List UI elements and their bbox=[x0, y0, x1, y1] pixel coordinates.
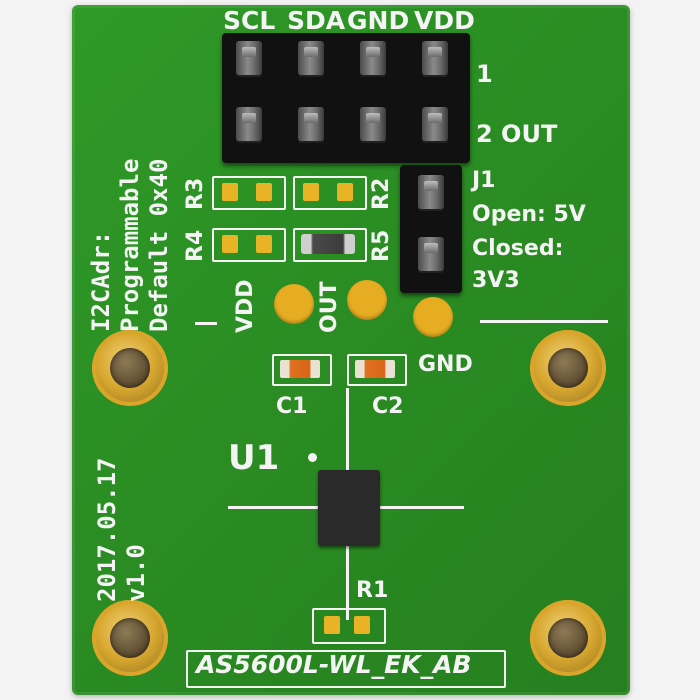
c1-footprint bbox=[272, 354, 332, 386]
pin-1-scl bbox=[236, 41, 262, 75]
jumper-label: J1 bbox=[472, 168, 496, 193]
c2-footprint bbox=[347, 354, 407, 386]
r5-label: R5 bbox=[369, 229, 394, 262]
header-label-sda: SDA bbox=[287, 6, 346, 35]
testpoint-out bbox=[347, 280, 387, 320]
silk-line-right bbox=[480, 320, 608, 323]
revision-version: v1.0 bbox=[122, 544, 150, 602]
i2c-programmable-label: Programmable bbox=[116, 158, 144, 332]
i2c-default-label: Default 0x40 bbox=[145, 158, 173, 332]
pin-1-gnd bbox=[360, 41, 386, 75]
vdd-label: VDD bbox=[233, 279, 258, 333]
pin-1-sda bbox=[298, 41, 324, 75]
board-name-box bbox=[186, 650, 506, 688]
r4-label: R4 bbox=[183, 229, 208, 262]
header-label-gnd: GND bbox=[347, 6, 410, 35]
r1-pad-2 bbox=[354, 616, 370, 634]
pin1-marker-dot bbox=[308, 453, 317, 462]
i2c-address-label: I2CAdr: bbox=[87, 230, 115, 332]
r2-label: R2 bbox=[369, 177, 394, 210]
r4-pad-2 bbox=[256, 235, 272, 253]
revision-date: 2017.05.17 bbox=[93, 457, 121, 603]
r5-footprint bbox=[293, 228, 367, 262]
r1-label: R1 bbox=[356, 578, 389, 603]
testpoint-gnd bbox=[413, 297, 453, 337]
pin-2-vdd bbox=[422, 107, 448, 141]
jumper-closed-text: Closed: bbox=[472, 236, 564, 261]
c1-capacitor bbox=[280, 360, 320, 378]
row-2-label: 2 OUT bbox=[476, 120, 558, 148]
jumper-closed-voltage: 3V3 bbox=[472, 268, 520, 293]
jumper-open-text: Open: 5V bbox=[472, 202, 586, 227]
board-name: AS5600L-WL_EK_AB bbox=[196, 650, 472, 679]
r3-pad-1 bbox=[222, 183, 238, 201]
mounting-hole-top-right bbox=[530, 330, 606, 406]
r3-footprint bbox=[212, 176, 286, 210]
gnd-label: GND bbox=[418, 352, 473, 377]
jumper-pin-2 bbox=[418, 237, 444, 271]
r2-pad-2 bbox=[337, 183, 353, 201]
r1-pad-1 bbox=[324, 616, 340, 634]
header-label-vdd: VDD bbox=[414, 6, 475, 35]
out-label: OUT bbox=[317, 281, 342, 333]
c1-label: C1 bbox=[276, 394, 308, 419]
r2-footprint bbox=[293, 176, 367, 210]
silk-line-left bbox=[195, 322, 217, 325]
r5-resistor bbox=[301, 234, 355, 254]
r3-label: R3 bbox=[183, 177, 208, 210]
pin-2-gnd bbox=[360, 107, 386, 141]
jumper-j1 bbox=[400, 165, 462, 293]
pin-1-vdd bbox=[422, 41, 448, 75]
testpoint-vdd bbox=[274, 284, 314, 324]
jumper-pin-1 bbox=[418, 175, 444, 209]
mounting-hole-bottom-right bbox=[530, 600, 606, 676]
u1-chip bbox=[318, 470, 380, 546]
pin-header-2x4 bbox=[222, 33, 470, 163]
r2-pad-1 bbox=[303, 183, 319, 201]
mounting-hole-bottom-left bbox=[92, 600, 168, 676]
r1-footprint bbox=[312, 608, 386, 644]
header-label-scl: SCL bbox=[223, 6, 276, 35]
pin-2-sda bbox=[298, 107, 324, 141]
r3-pad-2 bbox=[256, 183, 272, 201]
mounting-hole-top-left bbox=[92, 330, 168, 406]
u1-label: U1 bbox=[228, 438, 280, 478]
r4-pad-1 bbox=[222, 235, 238, 253]
pin-2-scl bbox=[236, 107, 262, 141]
c2-capacitor bbox=[355, 360, 395, 378]
row-1-label: 1 bbox=[476, 60, 493, 88]
r4-footprint bbox=[212, 228, 286, 262]
c2-label: C2 bbox=[372, 394, 404, 419]
